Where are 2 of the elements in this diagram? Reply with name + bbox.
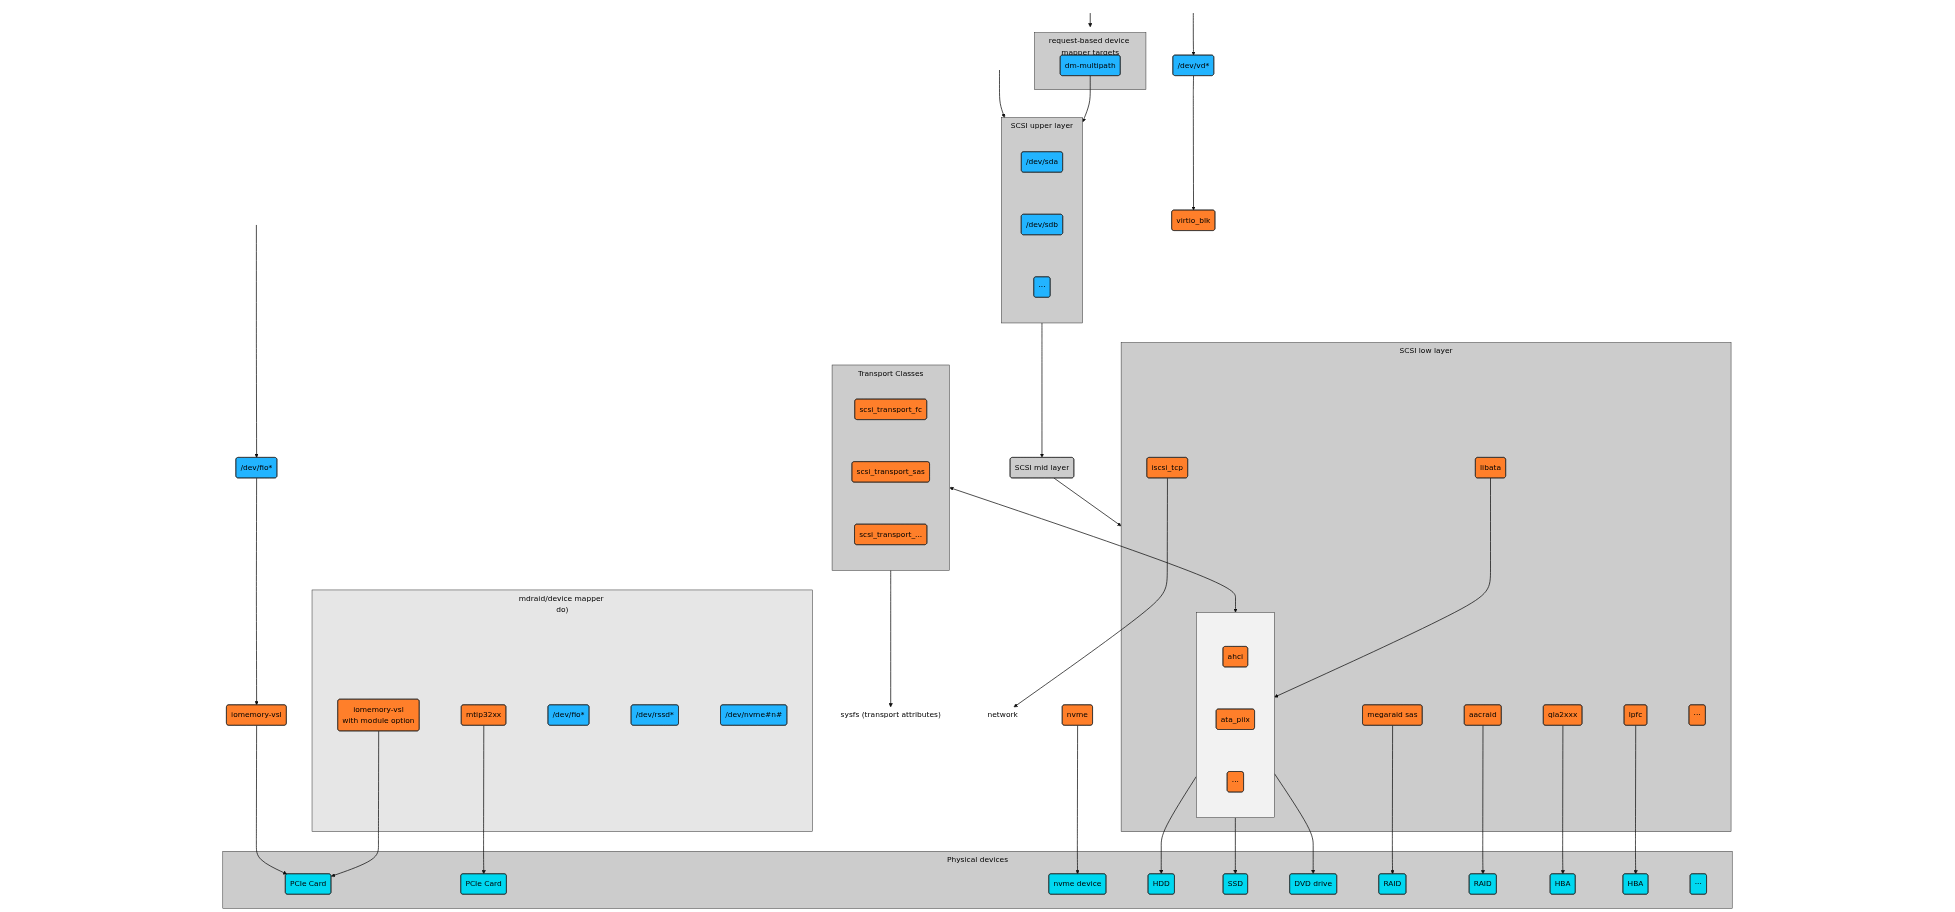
arrow: [949, 486, 1238, 613]
cluster: [1196, 612, 1275, 818]
